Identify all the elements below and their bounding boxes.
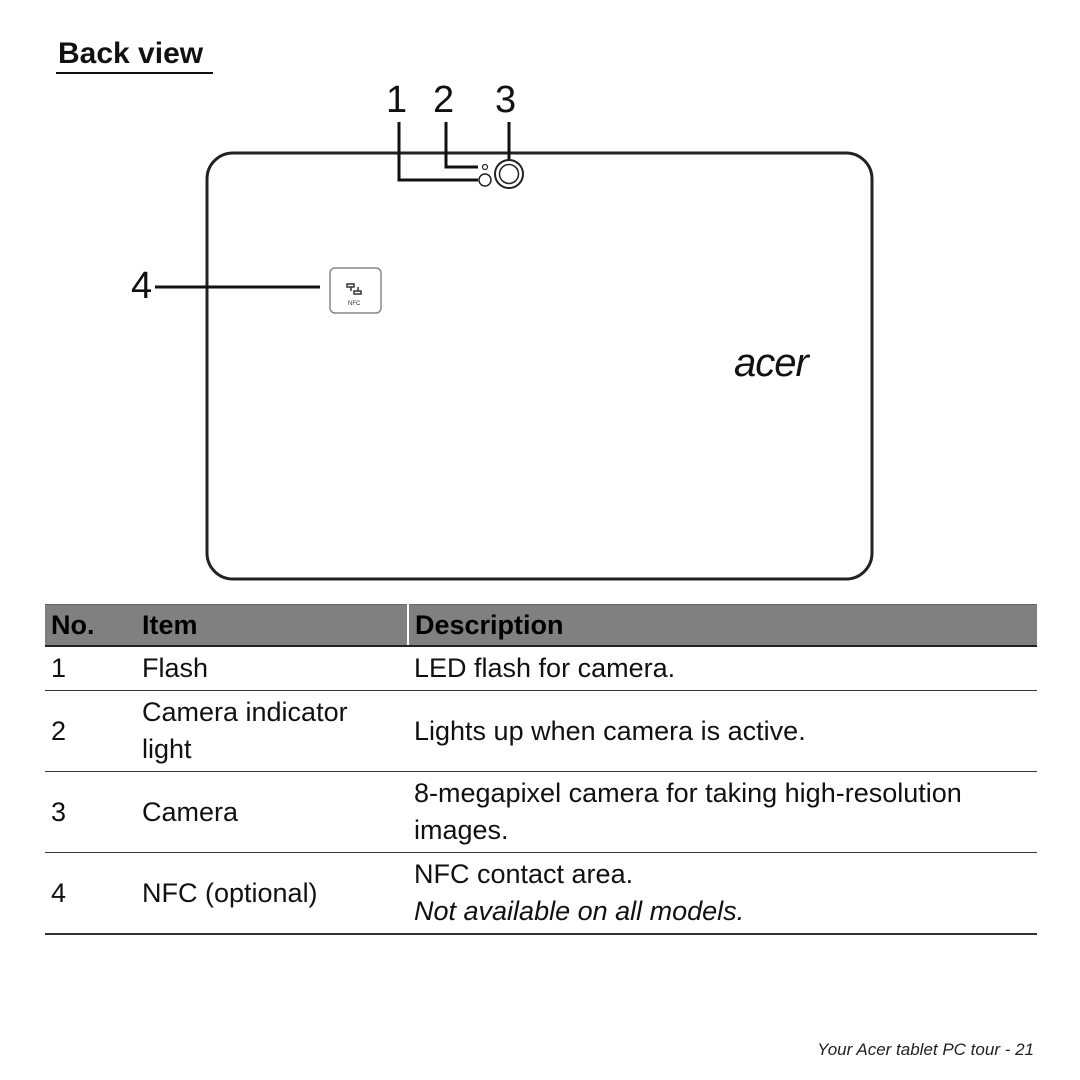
row-item: Camera	[136, 771, 408, 853]
row-item: NFC (optional)	[136, 852, 408, 935]
tablet-outline	[205, 151, 874, 581]
header-no: No.	[45, 604, 136, 647]
camera-indicator-icon	[481, 163, 489, 171]
row-description: 8-megapixel camera for taking high-resol…	[408, 771, 1037, 853]
tablet-back-diagram: 1 2 3 4 NFC acer	[131, 79, 874, 581]
nfc-area-label: NFC	[348, 301, 361, 307]
row-item: Flash	[136, 646, 408, 691]
table-row: 4 NFC (optional) NFC contact area. Not a…	[45, 852, 1037, 935]
leader-line-2	[444, 122, 478, 169]
section-title: Back view	[56, 36, 214, 74]
row-number: 2	[45, 690, 136, 772]
row-number: 4	[45, 852, 136, 935]
nfc-symbol-icon	[346, 283, 362, 295]
row-item: Camera indicator light	[136, 690, 408, 772]
flash-icon	[478, 173, 492, 187]
row-description: LED flash for camera.	[408, 646, 1037, 691]
header-description: Description	[407, 604, 1037, 647]
row-number: 3	[45, 771, 136, 853]
acer-logo: acer	[734, 341, 810, 385]
leader-line-1	[397, 122, 478, 182]
callout-4: 4	[131, 265, 152, 307]
row-description: Lights up when camera is active.	[408, 690, 1037, 772]
row-note: Not available on all models.	[414, 896, 745, 926]
row-number: 1	[45, 646, 136, 691]
table-header-row: No. Item Description	[45, 604, 1037, 647]
callout-3: 3	[495, 79, 516, 121]
table-row: 3 Camera 8-megapixel camera for taking h…	[45, 771, 1037, 853]
header-item: Item	[136, 604, 408, 647]
callout-2: 2	[433, 79, 454, 121]
table-row: 2 Camera indicator light Lights up when …	[45, 690, 1037, 772]
row-description: NFC contact area.	[414, 859, 634, 889]
table-row: 1 Flash LED flash for camera.	[45, 646, 1037, 691]
row-description-cell: NFC contact area. Not available on all m…	[408, 852, 1037, 935]
callout-1: 1	[386, 79, 407, 121]
spec-table: No. Item Description 1 Flash LED flash f…	[45, 604, 1037, 935]
page-footer: Your Acer tablet PC tour - 21	[817, 1040, 1034, 1059]
